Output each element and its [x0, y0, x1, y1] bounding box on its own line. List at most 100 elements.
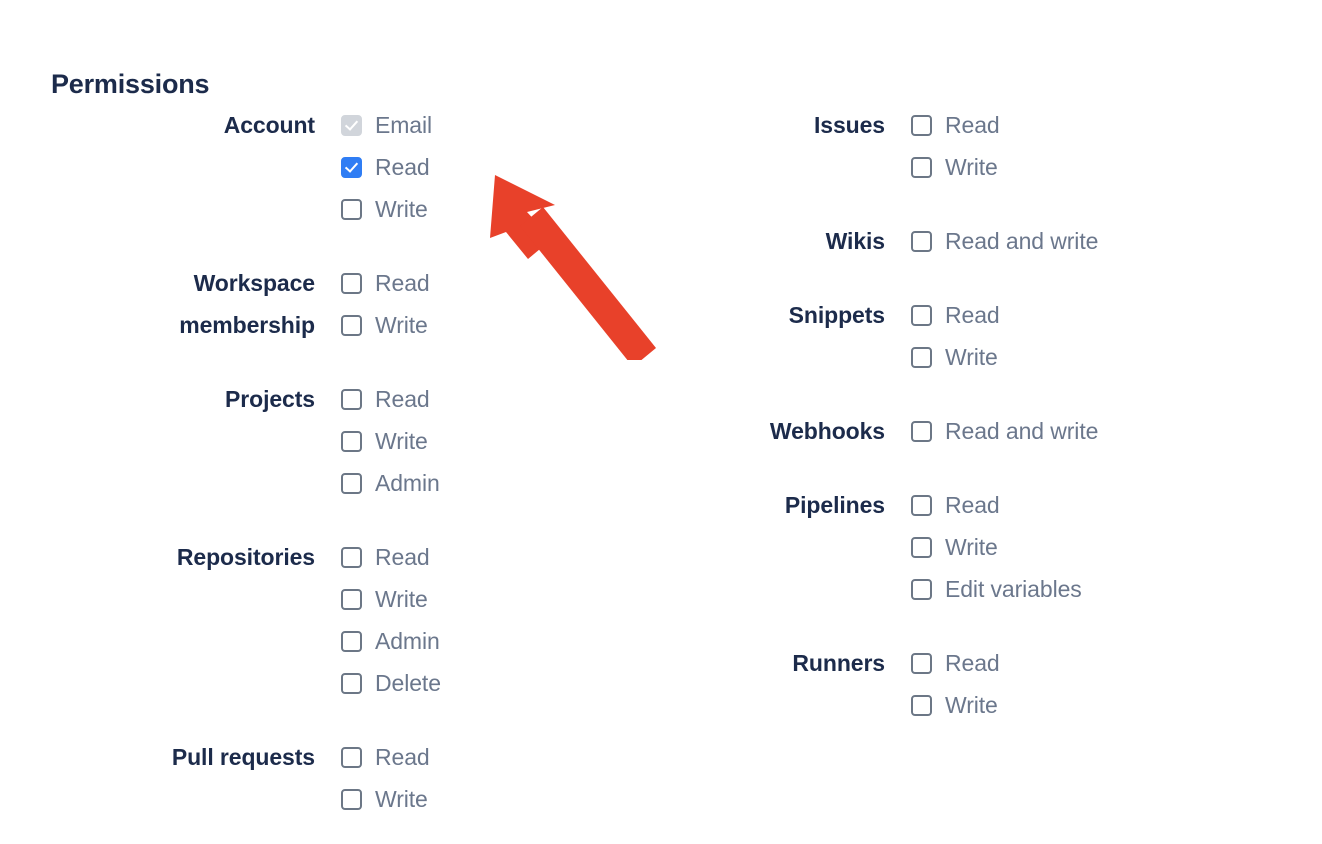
checkbox-read-and-write[interactable] [911, 420, 932, 442]
permission-option-row[interactable]: Delete [341, 662, 660, 704]
checkbox-admin[interactable] [341, 472, 362, 494]
permission-option-label: Edit variables [945, 575, 1082, 602]
checkbox-read[interactable] [911, 494, 932, 516]
checkbox-read[interactable] [341, 746, 362, 768]
permission-group-label: Pipelines [784, 492, 885, 518]
permission-option-row[interactable]: Write [911, 684, 1260, 726]
permission-option-row[interactable]: Write [911, 336, 1260, 378]
permission-option-label: Write [945, 533, 998, 560]
permission-option-label: Read [945, 649, 1000, 676]
permission-option-label: Write [375, 785, 428, 812]
permission-option-row[interactable]: Read [911, 484, 1260, 526]
checkbox-admin[interactable] [341, 630, 362, 652]
checkbox-write[interactable] [911, 536, 932, 558]
checkbox-delete[interactable] [341, 672, 362, 694]
permission-option-label: Write [375, 195, 428, 222]
permission-option-label: Read [945, 301, 1000, 328]
permission-option-label: Admin [375, 627, 440, 654]
permission-group-label: Projects [225, 386, 315, 412]
permission-option-row[interactable]: Read [341, 146, 660, 188]
permission-option-row[interactable]: Email [341, 104, 660, 146]
checkbox-read[interactable] [911, 304, 932, 326]
checkbox-write[interactable] [911, 694, 932, 716]
checkbox-write[interactable] [341, 430, 362, 452]
permission-group-label: Pull requests [171, 744, 315, 770]
permission-option-row[interactable]: Write [341, 578, 660, 620]
permission-option-row[interactable]: Write [911, 526, 1260, 568]
permission-option-label: Write [945, 691, 998, 718]
permission-option-row[interactable]: Read [911, 104, 1260, 146]
permission-option-label: Read [375, 153, 430, 180]
permission-option-row[interactable]: Read [341, 536, 660, 578]
permission-option-row[interactable]: Read and write [911, 220, 1260, 262]
permission-option-row[interactable]: Edit variables [911, 568, 1260, 610]
permission-option-row[interactable]: Write [341, 778, 660, 820]
permission-option-row[interactable]: Read [341, 262, 660, 304]
permission-option-label: Read and write [945, 227, 1099, 254]
permission-option-label: Read [375, 743, 430, 770]
permission-option-label: Read [375, 269, 430, 296]
permission-option-label: Read [945, 111, 1000, 138]
permission-option-label: Read and write [945, 417, 1099, 444]
permission-option-row[interactable]: Read [911, 294, 1260, 336]
checkbox-read[interactable] [341, 156, 362, 178]
permission-option-row[interactable]: Read [341, 378, 660, 420]
permission-option-label: Read [375, 543, 430, 570]
permission-option-label: Read [945, 491, 1000, 518]
permission-option-row[interactable]: Admin [341, 620, 660, 662]
checkbox-read[interactable] [911, 114, 932, 136]
checkbox-write[interactable] [911, 156, 932, 178]
permission-option-label: Write [375, 585, 428, 612]
permission-option-row[interactable]: Read [341, 736, 660, 778]
permission-option-row[interactable]: Write [341, 420, 660, 462]
permission-option-row[interactable]: Write [911, 146, 1260, 188]
checkbox-read[interactable] [341, 272, 362, 294]
checkbox-email [341, 114, 362, 136]
checkbox-write[interactable] [341, 314, 362, 336]
checkbox-write[interactable] [911, 346, 932, 368]
checkbox-write[interactable] [341, 788, 362, 810]
checkbox-read[interactable] [341, 546, 362, 568]
permission-option-label: Delete [375, 669, 441, 696]
checkbox-read[interactable] [911, 652, 932, 674]
permission-option-row[interactable]: Admin [341, 462, 660, 504]
permission-option-label: Write [375, 311, 428, 338]
checkbox-edit-variables[interactable] [911, 578, 932, 600]
permission-option-row[interactable]: Write [341, 188, 660, 230]
permission-option-row[interactable]: Read and write [911, 410, 1260, 452]
permission-group-label: Account [223, 112, 315, 138]
checkbox-read-and-write[interactable] [911, 230, 932, 252]
permission-group-label: Repositories [176, 544, 315, 570]
checkbox-read[interactable] [341, 388, 362, 410]
permission-option-label: Email [375, 111, 433, 138]
permission-option-label: Write [375, 427, 428, 454]
permission-option-row[interactable]: Write [341, 304, 660, 346]
permission-option-row[interactable]: Read [911, 642, 1260, 684]
checkbox-write[interactable] [341, 588, 362, 610]
permission-group-label: Issues [813, 112, 885, 138]
permission-option-list: Read and write [911, 220, 1260, 262]
checkbox-write[interactable] [341, 198, 362, 220]
page-title: Permissions [51, 69, 210, 100]
permission-option-list: Read and write [911, 410, 1260, 452]
permission-option-label: Write [945, 343, 998, 370]
